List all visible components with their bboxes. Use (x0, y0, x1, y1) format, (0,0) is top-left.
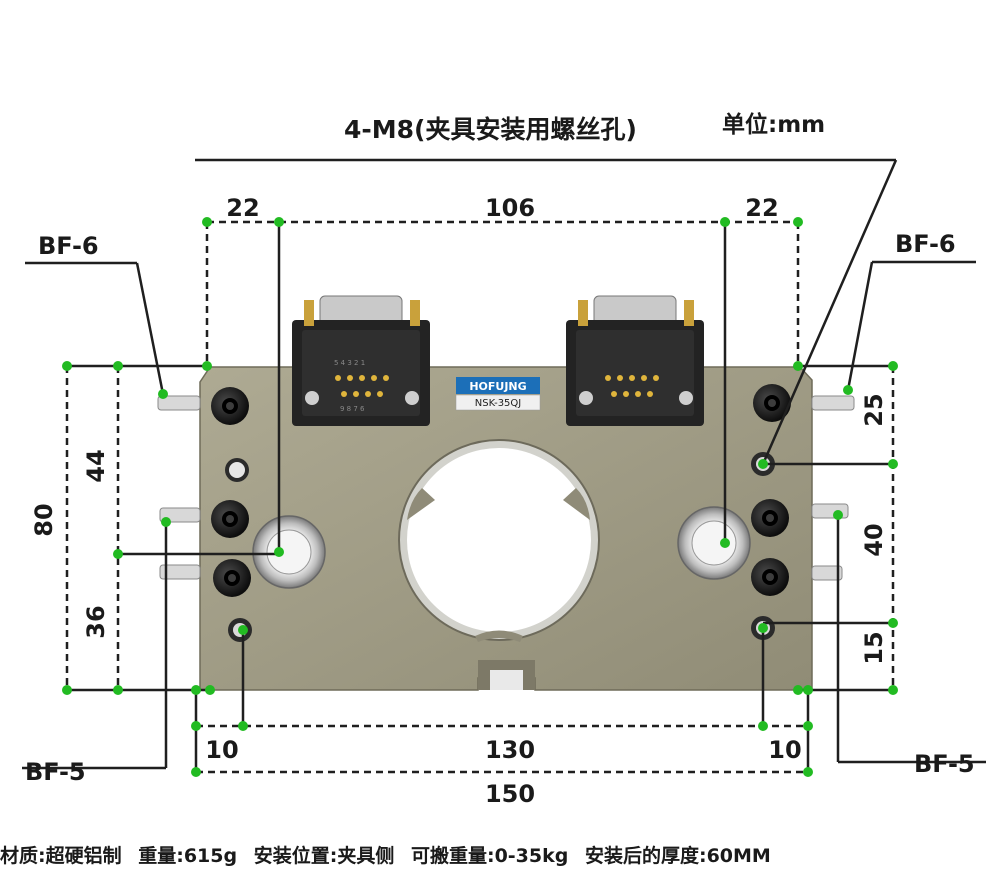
spec-payload: 可搬重量:0-35kg (410, 845, 569, 867)
right-locating-ring (677, 506, 751, 580)
spec-footer: 材质:超硬铝制 重量:615g 安装位置:夹具侧 可搬重量:0-35kg 安装后… (0, 838, 1000, 874)
dimension-dots (62, 217, 898, 777)
dim-top-right: 22 (745, 194, 778, 222)
spec-thickness: 安装后的厚度:60MM (584, 845, 771, 867)
dim-bottom-total: 150 (485, 780, 535, 808)
air-fitting-left-bottom (159, 564, 201, 580)
air-fitting-right-bottom (811, 565, 843, 581)
bf6-right-label: BF-6 (895, 230, 956, 258)
dim-right-bottom: 15 (860, 631, 888, 664)
right-connector (566, 295, 704, 426)
fitting-left-2 (211, 500, 249, 538)
air-fitting-left-top (157, 395, 201, 411)
fitting-left-1 (211, 387, 249, 425)
spec-material: 材质:超硬铝制 (0, 845, 122, 867)
model-text: NSK-35QJ (475, 398, 522, 409)
left-connector-pins-bottom: 9 8 7 6 (340, 405, 365, 413)
bf5-left-label: BF-5 (25, 758, 86, 786)
dim-left-upper: 44 (82, 449, 110, 482)
title-label: 4-M8(夹具安装用螺丝孔) (344, 115, 637, 144)
unit-label: 单位:mm (722, 111, 825, 138)
dim-top-left: 22 (226, 194, 259, 222)
bf6-left-label: BF-6 (38, 232, 99, 260)
left-mount-hole-upper (225, 458, 249, 482)
dim-bottom-right: 10 (768, 736, 801, 764)
fitting-left-3 (213, 559, 251, 597)
fitting-right-2 (751, 499, 789, 537)
air-fitting-right-top (811, 395, 855, 411)
left-connector: 5 4 3 2 1 9 8 7 6 (292, 295, 430, 426)
brand-text: HOFUJNG (469, 380, 526, 393)
dim-top-center: 106 (485, 194, 535, 222)
center-bore (398, 439, 600, 642)
dim-left-outer: 80 (30, 503, 58, 536)
dim-bottom-center: 130 (485, 736, 535, 764)
dim-left-lower: 36 (82, 605, 110, 638)
air-fitting-left-mid (159, 507, 201, 523)
left-locating-ring (252, 515, 326, 589)
dim-right-top: 25 (860, 393, 888, 426)
fitting-right-3 (751, 558, 789, 596)
fitting-right-1 (753, 384, 791, 422)
dimension-lines (22, 158, 986, 774)
spec-weight: 重量:615g (138, 845, 238, 867)
dim-right-mid: 40 (860, 523, 888, 556)
spec-mount-position: 安装位置:夹具侧 (253, 845, 395, 867)
left-connector-pins-top: 5 4 3 2 1 (334, 359, 365, 367)
brand-badge: HOFUJNG NSK-35QJ (455, 377, 541, 411)
bf5-right-label: BF-5 (914, 750, 975, 778)
dim-bottom-left: 10 (205, 736, 238, 764)
